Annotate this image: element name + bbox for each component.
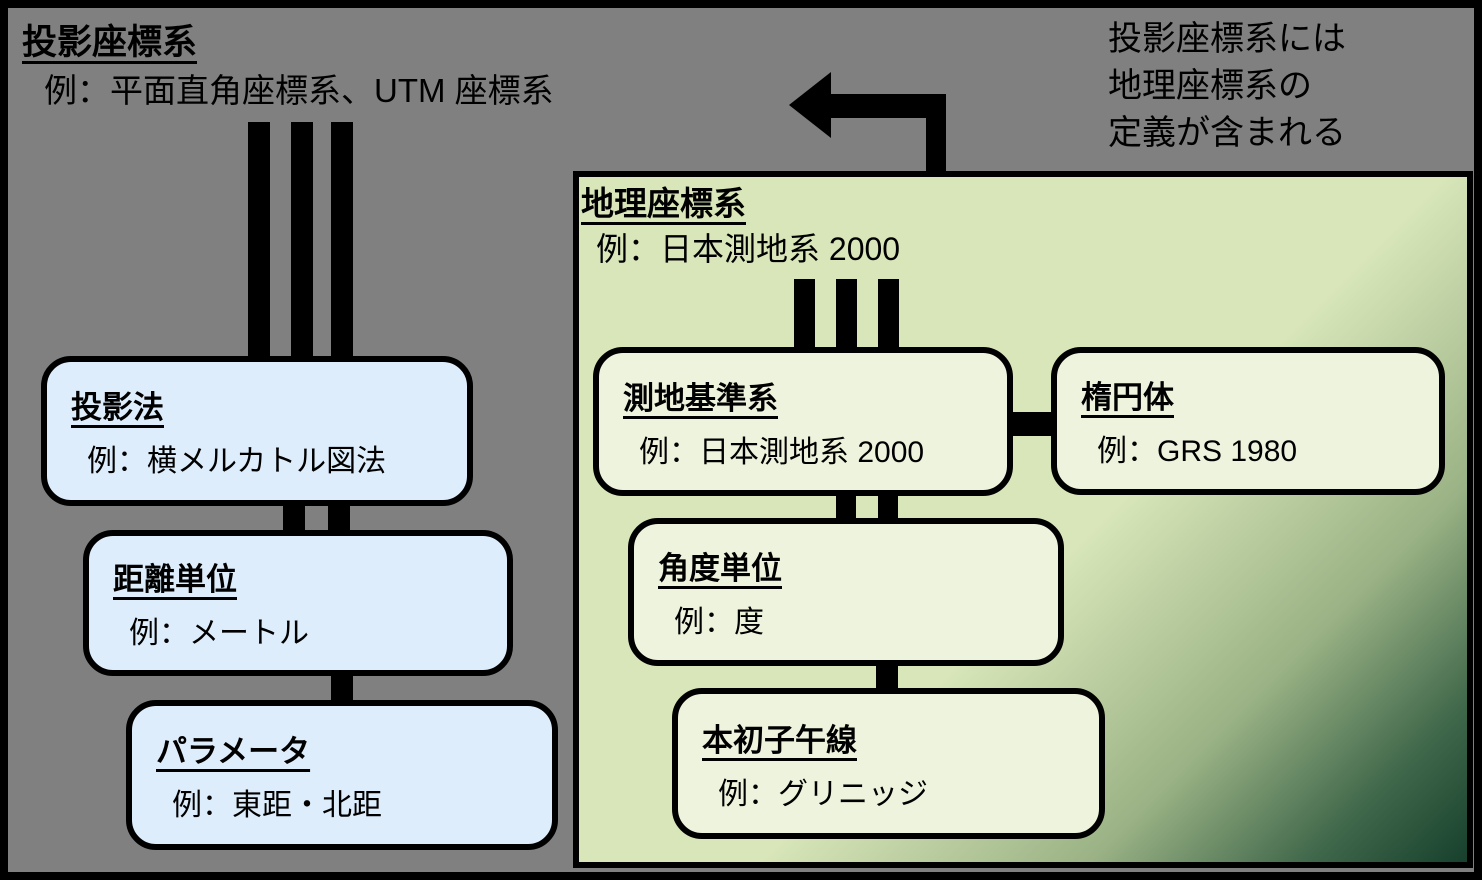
geographic-system-example: 例：日本測地系 2000 [596, 231, 901, 267]
connector-datum-angle-2 [878, 492, 898, 522]
annotation-line: 定義が含まれる [1108, 114, 1346, 152]
angle-unit-title: 角度単位 [658, 551, 782, 586]
distance-unit-box: 距離単位 例：メートル [83, 530, 513, 676]
ellipsoid-box: 楕円体 例：GRS 1980 [1051, 347, 1445, 495]
angle-unit-box: 角度単位 例：度 [628, 518, 1064, 666]
distance-unit-title: 距離単位 [113, 562, 237, 597]
ellipsoid-example: 例：GRS 1980 [1097, 435, 1298, 468]
connector-projected-2 [291, 122, 313, 362]
connector-method-unit-1 [283, 502, 305, 534]
annotation-line: 地理座標系の [1108, 67, 1312, 105]
connector-geographic-2 [836, 279, 857, 351]
parameter-title: パラメータ [156, 734, 311, 769]
arrow-left-icon [789, 72, 831, 138]
prime-meridian-title: 本初子午線 [702, 722, 857, 758]
ellipsoid-title: 楕円体 [1081, 380, 1174, 415]
connector-method-unit-2 [328, 502, 350, 534]
connector-angle-meridian [876, 662, 898, 692]
containment-annotation: 投影座標系には 地理座標系の 定義が含まれる [1108, 16, 1346, 157]
connector-geographic-1 [794, 279, 815, 351]
parameter-example: 例：東距・北距 [172, 789, 382, 822]
connector-geographic-3 [878, 279, 899, 351]
connector-datum-ellipsoid [1008, 412, 1056, 436]
projection-method-box: 投影法 例：横メルカトル図法 [41, 356, 473, 506]
annotation-line: 投影座標系には [1108, 20, 1346, 58]
geodetic-datum-title: 測地基準系 [623, 380, 778, 416]
connector-unit-parameter [331, 672, 353, 704]
projected-system-title: 投影座標系 [22, 23, 198, 62]
projection-method-example: 例：横メルカトル図法 [87, 445, 387, 478]
geodetic-datum-example: 例：日本測地系 2000 [639, 435, 925, 469]
arrow-elbow [926, 113, 946, 175]
geodetic-datum-box: 測地基準系 例：日本測地系 2000 [593, 347, 1013, 496]
connector-projected-3 [331, 122, 353, 362]
angle-unit-example: 例：度 [674, 606, 764, 639]
projection-method-title: 投影法 [71, 390, 164, 425]
distance-unit-example: 例：メートル [129, 617, 309, 650]
geographic-system-title: 地理座標系 [581, 185, 746, 222]
connector-projected-1 [248, 122, 270, 362]
projected-system-example: 例：平面直角座標系、UTM 座標系 [44, 72, 554, 109]
parameter-box: パラメータ 例：東距・北距 [126, 700, 558, 850]
connector-datum-angle-1 [836, 492, 856, 522]
prime-meridian-box: 本初子午線 例：グリニッジ [672, 688, 1105, 839]
prime-meridian-example: 例：グリニッジ [718, 777, 928, 811]
